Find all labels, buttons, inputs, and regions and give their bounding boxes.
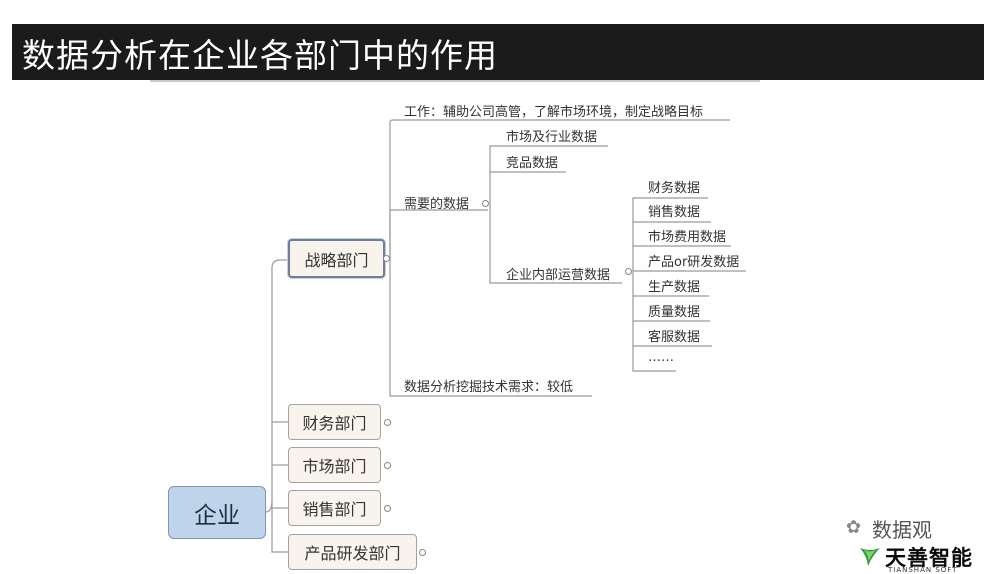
- internal-item: 销售数据: [648, 205, 701, 220]
- rd-expand-icon[interactable]: [419, 549, 426, 556]
- title-underline: [150, 80, 760, 82]
- dept-market[interactable]: 市场部门: [288, 447, 381, 483]
- internal-item: 质量数据: [648, 305, 701, 320]
- competitor-data: 竞品数据: [506, 156, 559, 171]
- needed-internal: [489, 203, 622, 284]
- finance-expand-icon[interactable]: [384, 419, 391, 426]
- internal-item: 产品or研发数据: [648, 255, 740, 270]
- root-node-enterprise[interactable]: 企业: [168, 486, 266, 539]
- dept-finance[interactable]: 财务部门: [288, 404, 381, 440]
- internal-item: ……: [648, 350, 674, 365]
- internal-item: 生产数据: [648, 280, 701, 295]
- title-bar: [12, 24, 984, 80]
- trunk-line: [265, 259, 288, 513]
- internal-item: 财务数据: [648, 181, 701, 196]
- internal-ops-data[interactable]: 企业内部运营数据: [506, 268, 611, 283]
- market-expand-icon[interactable]: [384, 462, 391, 469]
- needed-data-collapse-icon[interactable]: [482, 200, 489, 207]
- internal-item: 市场费用数据: [648, 230, 727, 245]
- strategy-needed: [389, 209, 488, 258]
- dept-rd[interactable]: 产品研发部门: [288, 534, 417, 570]
- dept-strategy[interactable]: 战略部门: [288, 239, 385, 278]
- page-title: 数据分析在企业各部门中的作用: [22, 36, 498, 75]
- tech-requirement: 数据分析挖掘技术需求：较低: [404, 380, 574, 395]
- branch-rd: [271, 500, 288, 553]
- internal-item: 客服数据: [648, 330, 701, 345]
- strategy-tech: [389, 258, 592, 397]
- logo-text-en: TIANSHAN SOFT: [888, 566, 958, 574]
- needed-trunk: [489, 145, 608, 203]
- dept-sales[interactable]: 销售部门: [288, 490, 381, 526]
- internal-ops-collapse-icon[interactable]: [625, 268, 632, 275]
- strategy-needed-data[interactable]: 需要的数据: [404, 197, 470, 212]
- watermark-account: 数据观: [872, 518, 932, 542]
- strategy-collapse-icon[interactable]: [383, 255, 390, 262]
- logo-text-cn: 天善智能: [885, 546, 973, 570]
- strategy-trunk: [386, 119, 730, 259]
- tianshan-logo-icon: [860, 548, 880, 566]
- strategy-work: 工作：辅助公司高管，了解市场环境，制定战略目标: [404, 105, 704, 120]
- market-industry-data: 市场及行业数据: [506, 130, 598, 145]
- internal-l4: [632, 270, 676, 372]
- sales-expand-icon[interactable]: [384, 505, 391, 512]
- wechat-icon: ✿: [846, 517, 862, 538]
